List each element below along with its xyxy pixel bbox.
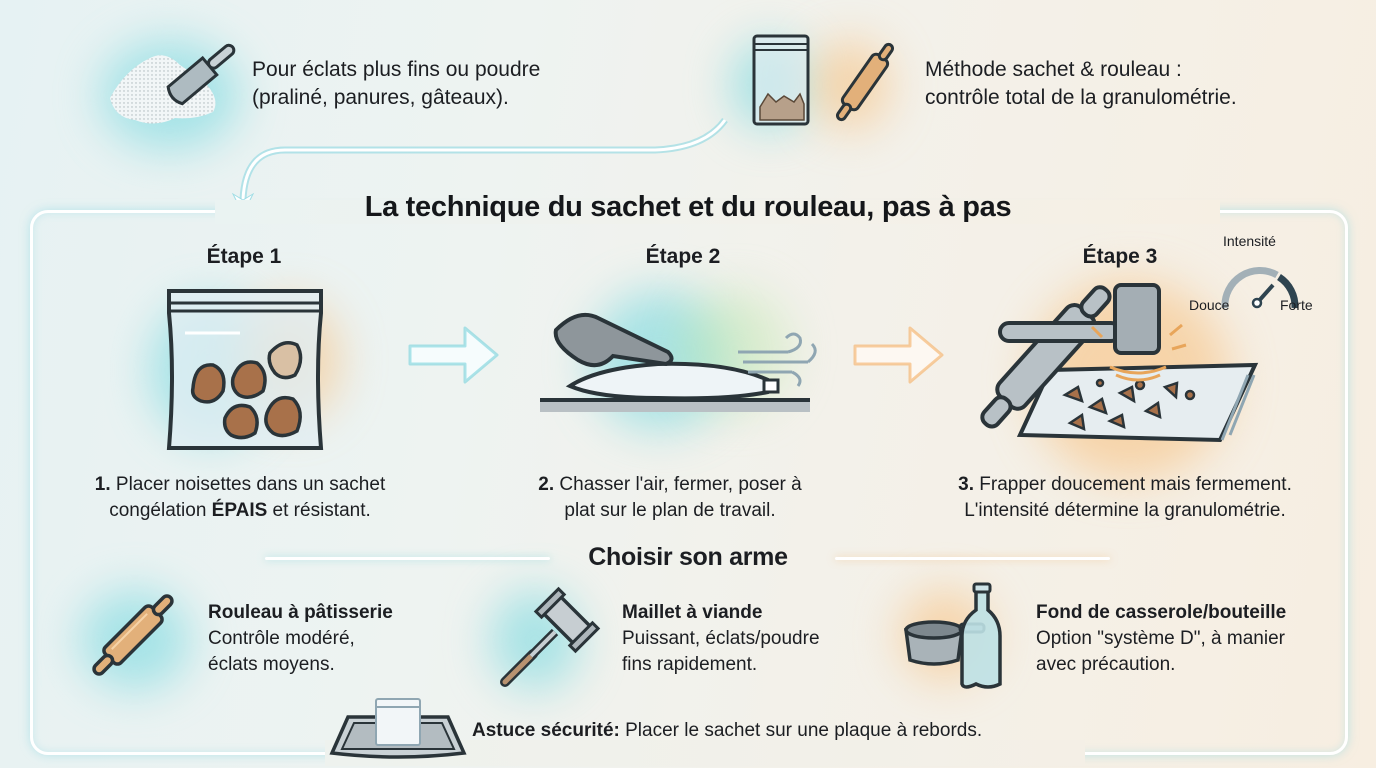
powder-intro-text: Pour éclats plus fins ou poudre (praliné… bbox=[252, 56, 540, 112]
tools-section-title: Choisir son arme bbox=[588, 543, 788, 571]
step-2-text: 2. Chasser l'air, fermer, poser à plat s… bbox=[500, 472, 840, 524]
frame-title-gap bbox=[215, 200, 1220, 224]
page-title: La technique du sachet et du rouleau, pa… bbox=[364, 191, 1012, 223]
step-1-text-line2-pre: congélation bbox=[109, 500, 212, 521]
powder-text-line1: Pour éclats plus fins ou poudre bbox=[252, 58, 541, 81]
step-2-text-line2: plat sur le plan de travail. bbox=[564, 500, 776, 521]
tool-desc-line1: Option "système D", à manier bbox=[1036, 628, 1285, 649]
step-1-text: 1. Placer noisettes dans un sachet congé… bbox=[60, 472, 420, 524]
powder-scoop-icon bbox=[95, 30, 255, 140]
step-3-number: 3. bbox=[958, 474, 974, 495]
step-1-emphasis: ÉPAIS bbox=[211, 500, 268, 521]
tray-with-bag-icon bbox=[328, 695, 468, 763]
powder-text-line2: (praliné, panures, gâteaux). bbox=[252, 86, 509, 109]
meat-mallet-icon bbox=[495, 582, 605, 692]
tool-pan-bottle: Fond de casserole/bouteille Option "syst… bbox=[1036, 600, 1286, 678]
method-intro-text: Méthode sachet & rouleau : contrôle tota… bbox=[925, 56, 1237, 112]
safety-tip-label: Astuce sécurité: bbox=[472, 720, 620, 741]
gauge-high-label: Forte bbox=[1280, 297, 1313, 313]
rolling-pin-icon bbox=[78, 580, 188, 690]
gauge-title: Intensité bbox=[1223, 233, 1276, 249]
tool-name: Fond de casserole/bouteille bbox=[1036, 602, 1287, 623]
step-3-text-line1: Frapper doucement mais fermement. bbox=[979, 474, 1292, 495]
gauge-dial-icon bbox=[1221, 267, 1299, 309]
intensity-gauge: Intensité Douce Forte bbox=[1185, 233, 1325, 318]
step-3-text: 3. Frapper doucement mais fermement. L'i… bbox=[915, 472, 1335, 524]
tool-desc-line2: avec précaution. bbox=[1036, 654, 1176, 675]
safety-tip: Astuce sécurité: Placer le sachet sur un… bbox=[472, 720, 982, 742]
section-divider-right bbox=[835, 557, 1110, 560]
pan-and-bottle-icon bbox=[900, 580, 1020, 692]
arrow-right-icon bbox=[405, 320, 505, 390]
step-1-text-line2-post: et résistant. bbox=[267, 500, 371, 521]
safety-tip-text: Placer le sachet sur une plaque à rebord… bbox=[619, 720, 983, 741]
arrow-right-icon bbox=[850, 320, 950, 390]
step-2-title: Étape 2 bbox=[645, 245, 721, 268]
gauge-low-label: Douce bbox=[1189, 297, 1230, 313]
tool-name: Rouleau à pâtisserie bbox=[208, 602, 393, 623]
tool-desc-line2: éclats moyens. bbox=[208, 654, 335, 675]
tool-desc-line1: Puissant, éclats/poudre bbox=[622, 628, 820, 649]
hand-pressing-bag-icon bbox=[538, 300, 818, 415]
tool-desc-line2: fins rapidement. bbox=[622, 654, 758, 675]
bag-and-rolling-pin-icon bbox=[750, 32, 900, 132]
tool-meat-mallet: Maillet à viande Puissant, éclats/poudre… bbox=[622, 600, 820, 678]
step-3-title: Étape 3 bbox=[1082, 245, 1158, 268]
step-3-text-line2: L'intensité détermine la granulométrie. bbox=[964, 500, 1286, 521]
step-1-title: Étape 1 bbox=[206, 245, 282, 268]
section-divider-left bbox=[265, 557, 550, 560]
tool-desc-line1: Contrôle modéré, bbox=[208, 628, 355, 649]
tool-rolling-pin: Rouleau à pâtisserie Contrôle modéré, éc… bbox=[208, 600, 393, 678]
mallet-crushing-bag-icon bbox=[950, 275, 1260, 450]
tool-name: Maillet à viande bbox=[622, 602, 763, 623]
step-2-text-line1: Chasser l'air, fermer, poser à bbox=[559, 474, 802, 495]
method-text-line1: Méthode sachet & rouleau : bbox=[925, 58, 1182, 81]
step-2-number: 2. bbox=[538, 474, 555, 495]
step-1-text-line1: Placer noisettes dans un sachet bbox=[115, 474, 386, 495]
bag-with-hazelnuts-icon bbox=[165, 283, 325, 453]
step-1-number: 1. bbox=[94, 474, 111, 495]
method-text-line2: contrôle total de la granulométrie. bbox=[925, 86, 1237, 109]
